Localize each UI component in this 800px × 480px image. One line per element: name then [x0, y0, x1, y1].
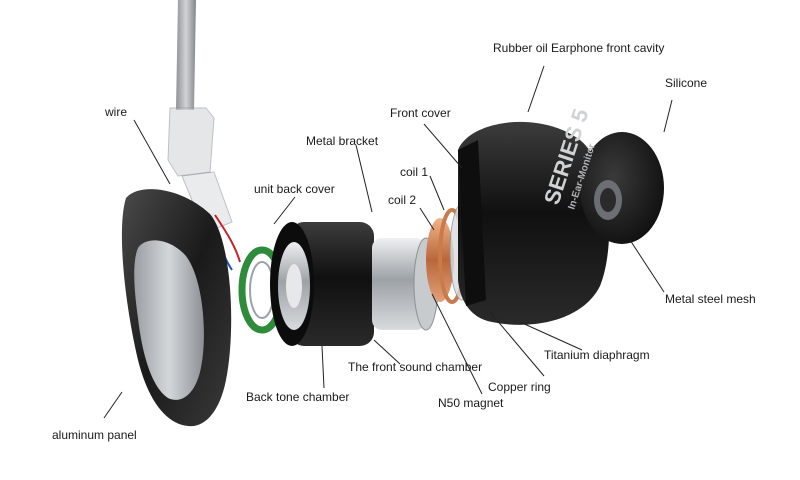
label-unit-back-cover: unit back cover — [254, 182, 335, 196]
label-titanium-diaphragm: Titanium diaphragm — [544, 348, 650, 362]
label-back-tone-chamber: Back tone chamber — [246, 390, 350, 404]
front-sound-chamber — [372, 237, 439, 331]
leader-lines — [103, 65, 673, 419]
label-front-sound-chamber: The front sound chamber — [348, 360, 483, 374]
label-metal-steel-mesh: Metal steel mesh — [665, 292, 756, 306]
aluminum-panel — [121, 189, 232, 427]
label-coil-2: coil 2 — [388, 193, 417, 207]
earphone-front-cavity — [458, 121, 610, 325]
label-rubber-oil-front-cavity: Rubber oil Earphone front cavity — [493, 41, 665, 55]
silicone-tip — [580, 132, 664, 244]
label-aluminum-panel: aluminum panel — [52, 428, 137, 442]
back-tone-chamber — [270, 222, 374, 346]
label-front-cover: Front cover — [390, 106, 451, 120]
cable — [167, 0, 233, 231]
label-silicone: Silicone — [665, 76, 708, 90]
label-copper-ring: Copper ring — [488, 380, 551, 394]
label-metal-bracket: Metal bracket — [306, 134, 379, 148]
label-coil-1: coil 1 — [400, 165, 429, 179]
label-n50-magnet: N50 magnet — [438, 396, 504, 410]
label-wire: wire — [105, 105, 128, 119]
